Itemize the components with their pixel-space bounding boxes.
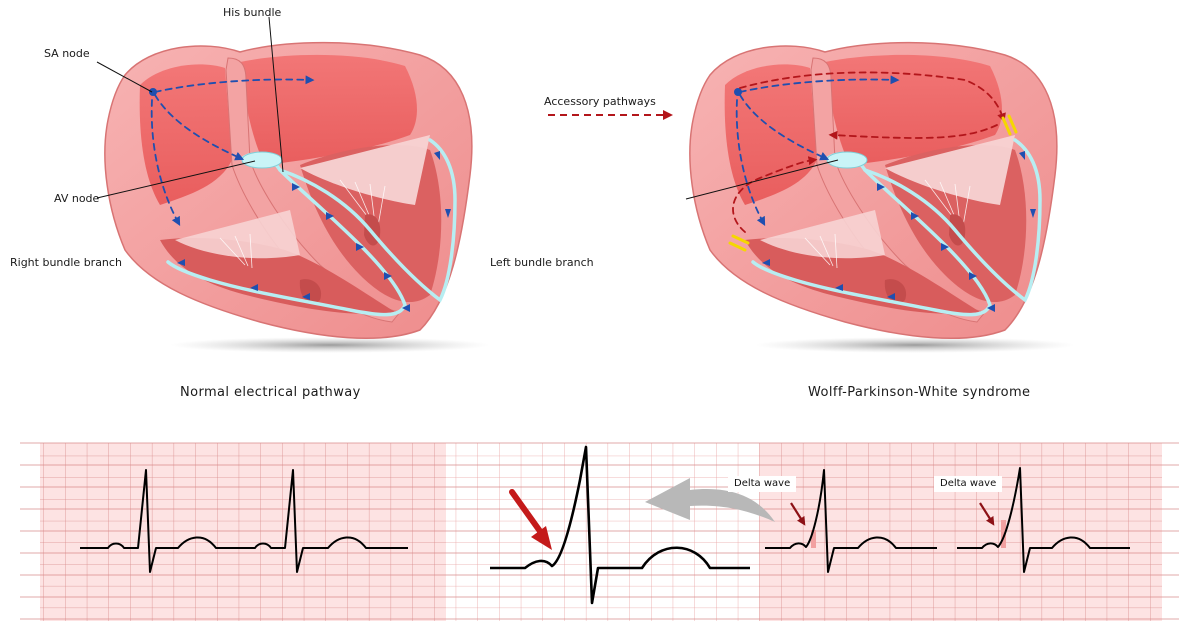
delta-wave-label-2: Delta wave [934,476,1002,492]
normal-pathway-caption: Normal electrical pathway [180,386,361,399]
wpw-caption: Wolff-Parkinson-White syndrome [808,386,1030,399]
right-bundle-branch-label: Right bundle branch [10,257,122,268]
normal-heart-illustration [105,43,490,353]
sa-node-label: SA node [44,48,90,59]
left-bundle-branch-label: Left bundle branch [490,257,594,268]
his-bundle-label: His bundle [223,7,281,18]
accessory-pathways-label: Accessory pathways [544,96,656,107]
wpw-heart-illustration [690,43,1075,353]
av-node-label: AV node [54,193,99,204]
delta-wave-label-1: Delta wave [728,476,796,492]
